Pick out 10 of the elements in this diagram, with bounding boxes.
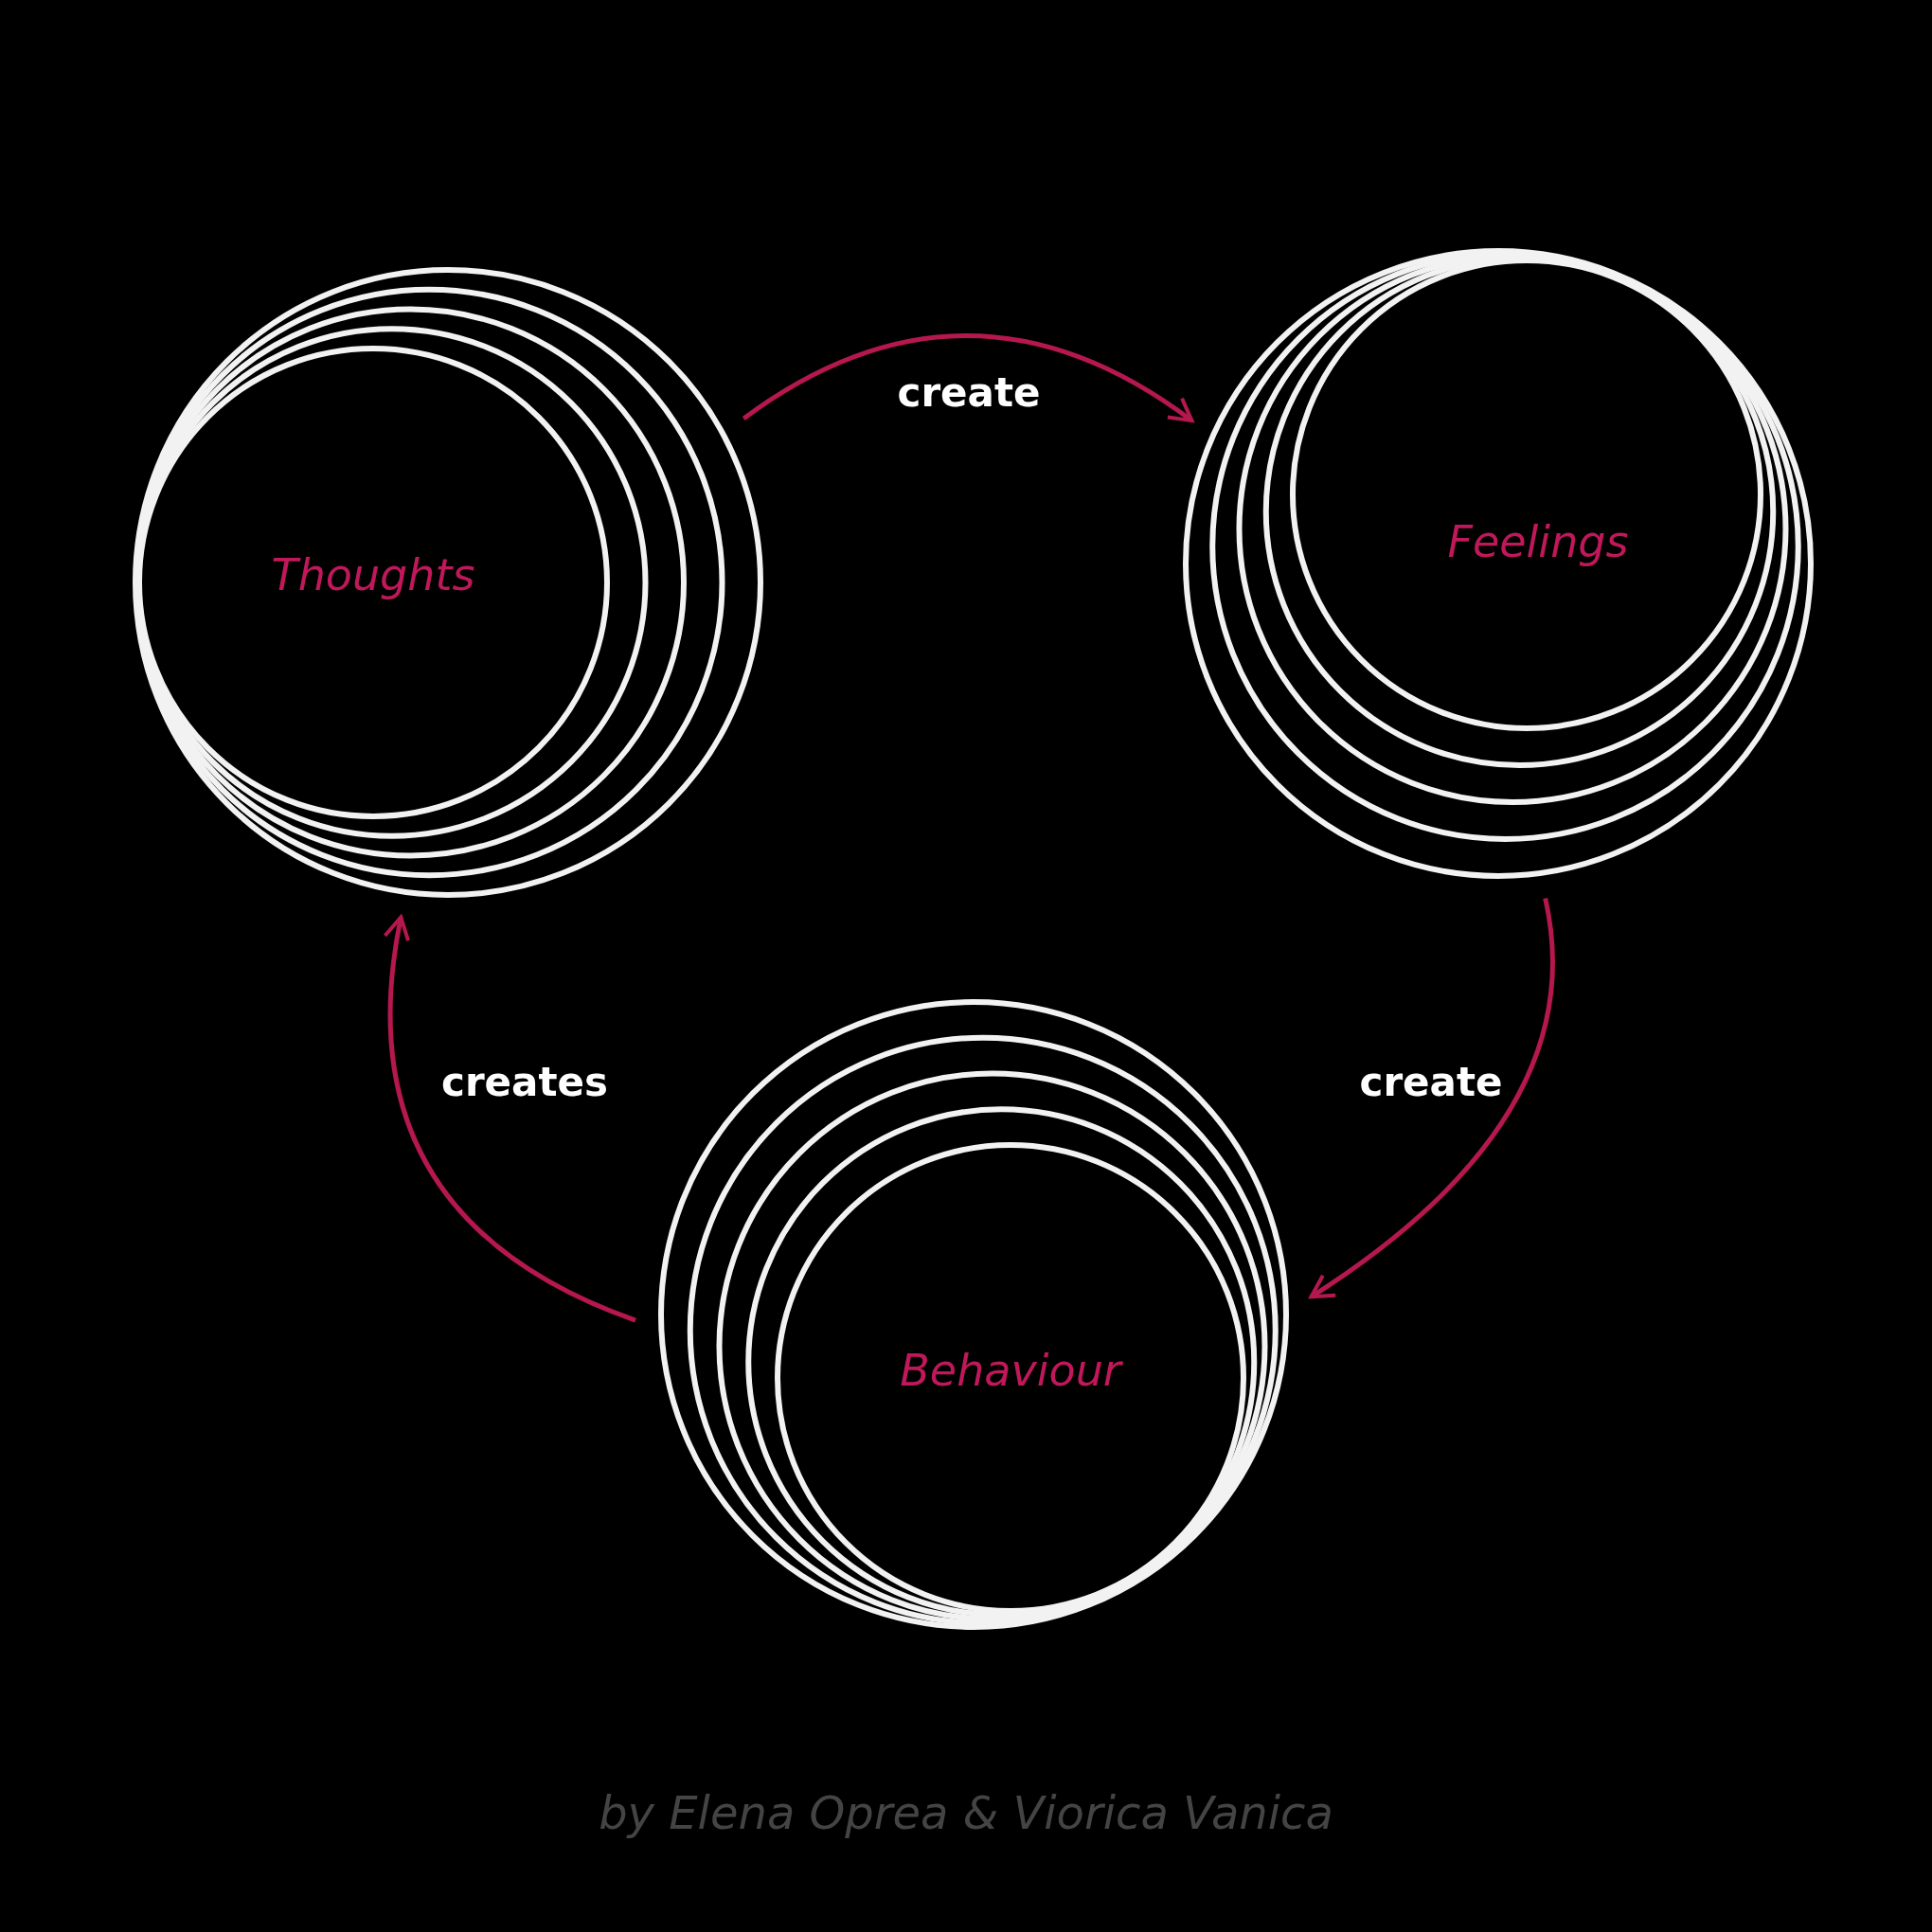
curved-arrow (742, 333, 1194, 423)
circle-label: Thoughts (271, 549, 475, 600)
circle-label: Behaviour (900, 1345, 1121, 1396)
credit-text: by Elena Oprea & Viorica Vanica (599, 1786, 1333, 1839)
concentric-circles (1186, 251, 1811, 876)
curved-arrow (1309, 898, 1555, 1299)
concentric-circles (135, 270, 760, 895)
concentric-circles (661, 1002, 1286, 1627)
curved-arrow (384, 915, 636, 1323)
circle-label: Feelings (1447, 516, 1629, 567)
